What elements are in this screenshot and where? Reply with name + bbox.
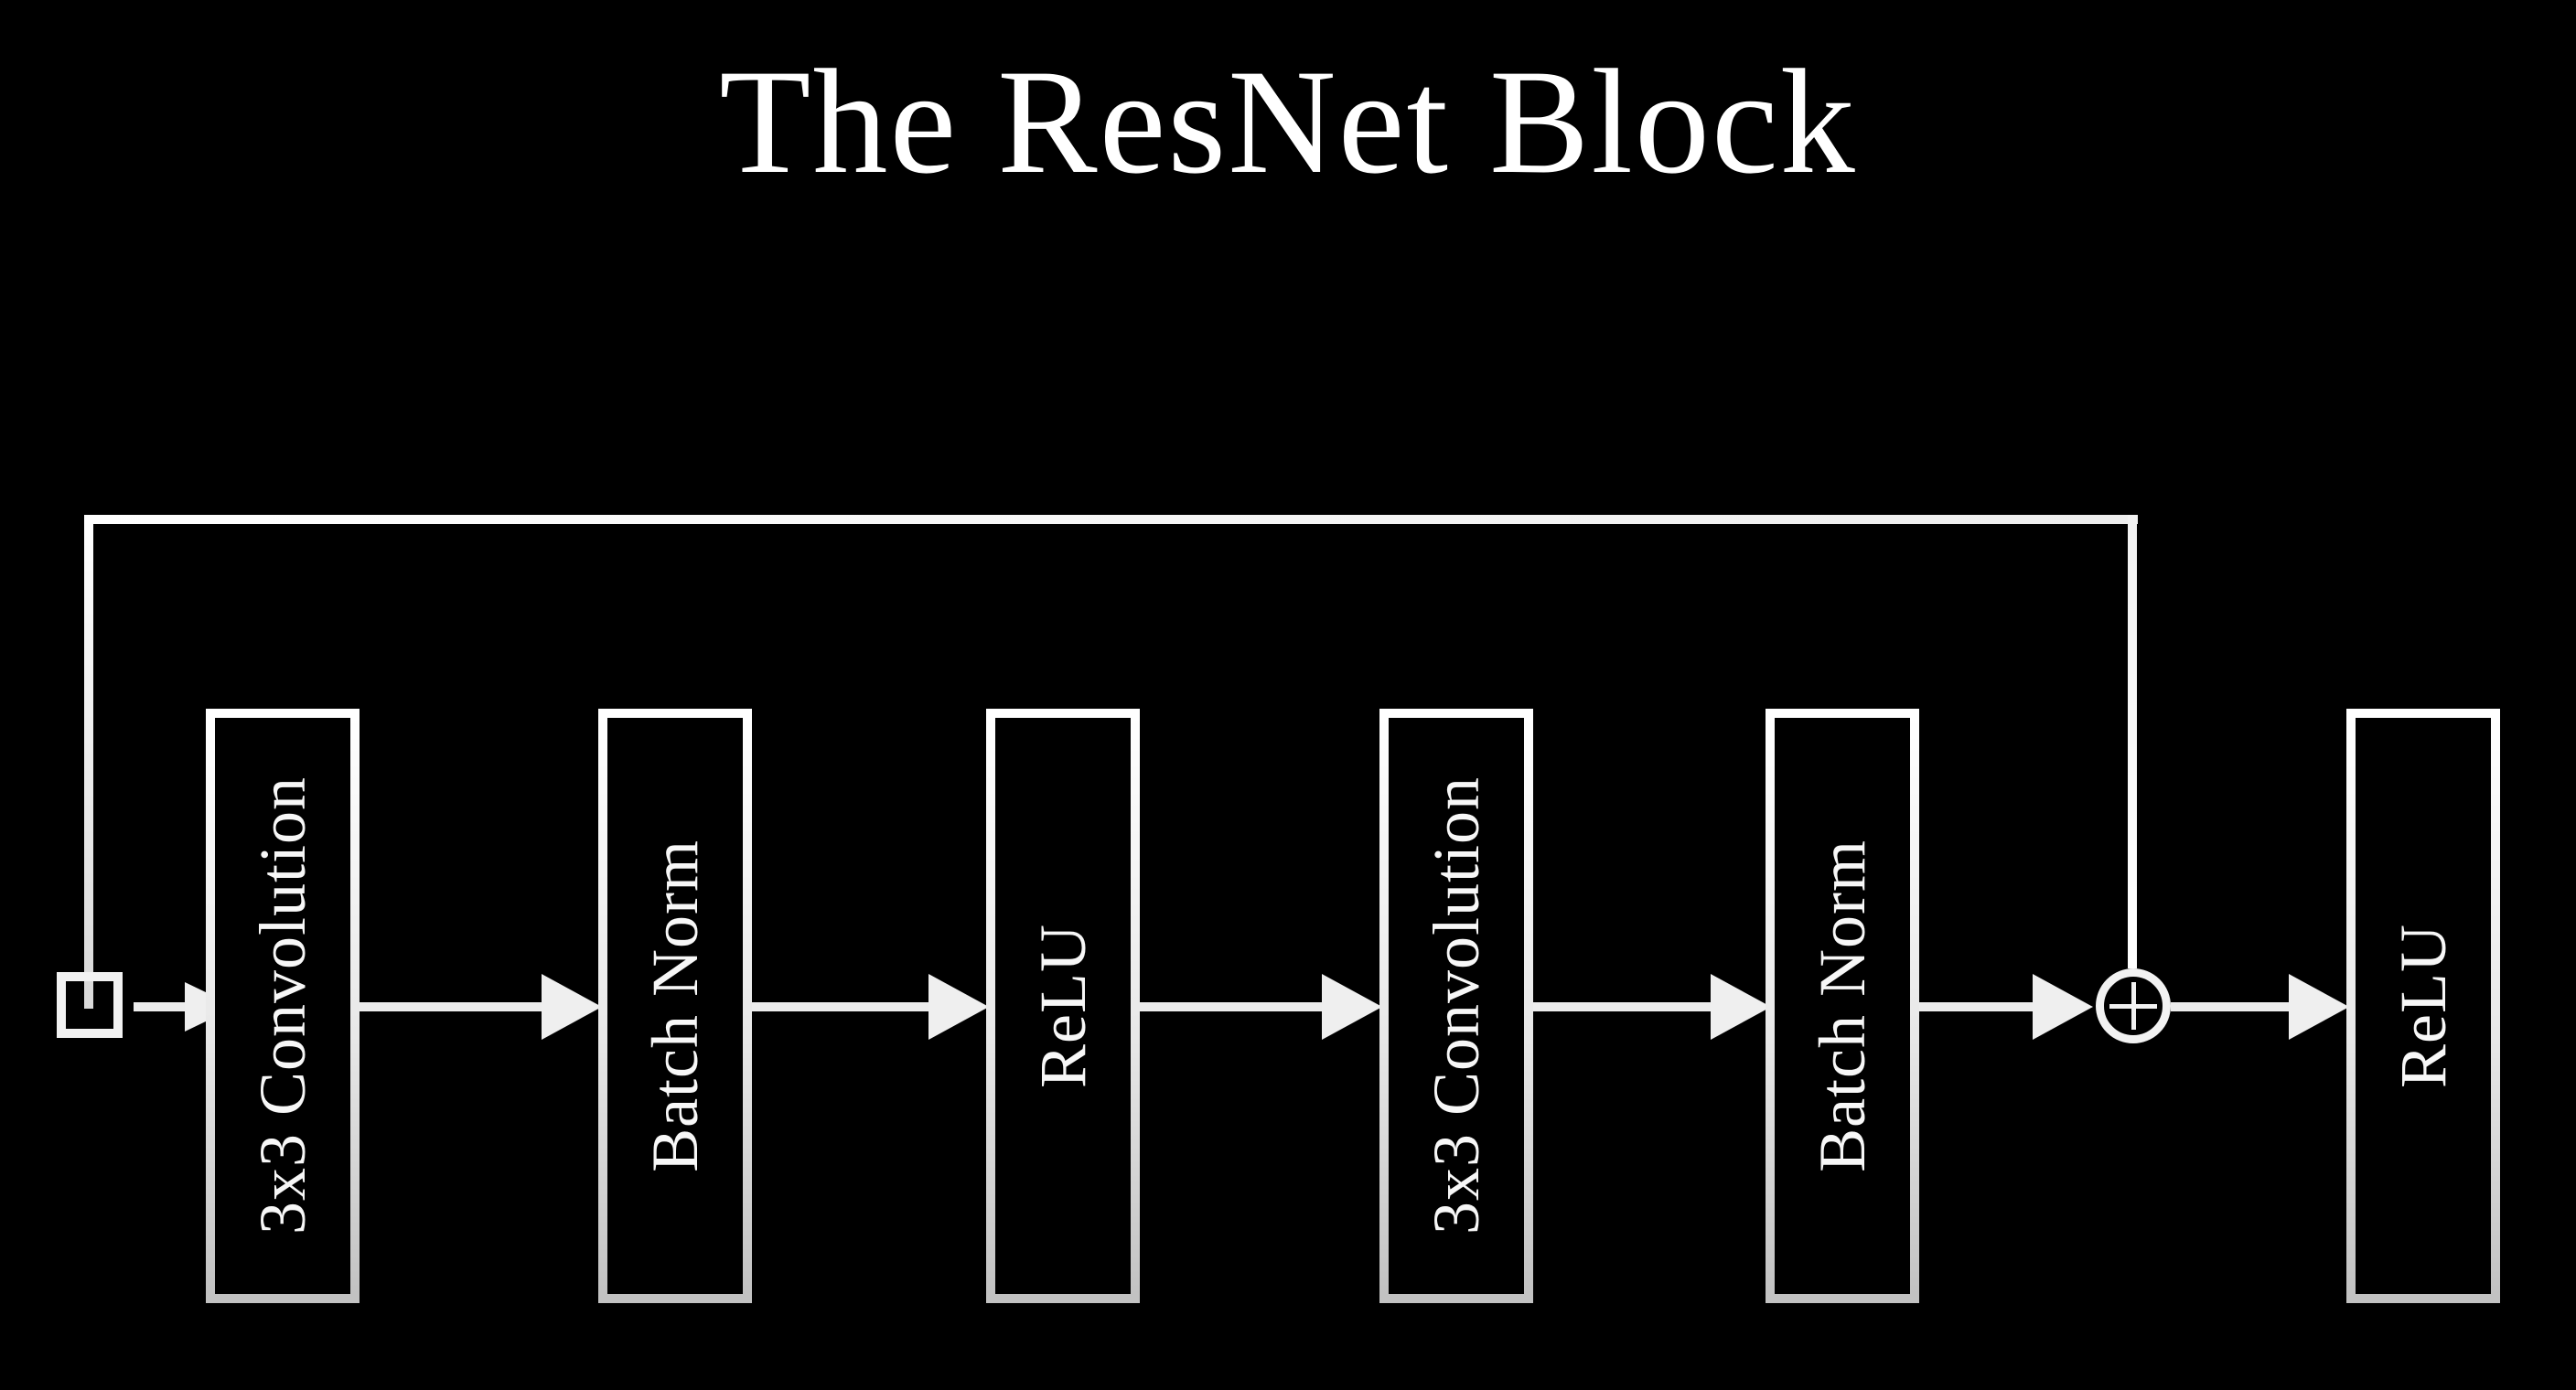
- arrow-head-icon: [1711, 974, 1771, 1040]
- input-square: [57, 972, 123, 1038]
- layer-label: 3x3 Convolution: [245, 776, 319, 1235]
- layer-box-batchnorm1: Batch Norm: [598, 709, 752, 1303]
- layer-label: Batch Norm: [638, 839, 712, 1172]
- arrow-conv2-to-bn2: [1533, 1002, 1711, 1011]
- arrow-head-icon: [2033, 974, 2093, 1040]
- layer-box-batchnorm2: Batch Norm: [1766, 709, 1919, 1303]
- arrow-head-icon: [2289, 974, 2349, 1040]
- layer-box-conv1: 3x3 Convolution: [206, 709, 360, 1303]
- diagram-title: The ResNet Block: [719, 39, 1857, 205]
- arrow-bn1-to-relu1: [752, 1002, 928, 1011]
- arrow-conv1-to-bn1: [360, 1002, 542, 1011]
- arrow-head-icon: [542, 974, 602, 1040]
- layer-box-relu1: ReLU: [986, 709, 1140, 1303]
- arrow-input-to-conv1: [134, 1002, 185, 1011]
- layer-box-conv2: 3x3 Convolution: [1379, 709, 1533, 1303]
- arrow-add-to-relu2: [2171, 1002, 2289, 1011]
- layer-label: ReLU: [1025, 924, 1100, 1088]
- skip-connection-top-segment: [84, 515, 2138, 524]
- arrow-relu1-to-conv2: [1140, 1002, 1322, 1011]
- arrow-bn2-to-add: [1919, 1002, 2033, 1011]
- skip-connection-left-segment: [84, 515, 93, 1009]
- skip-connection-right-segment: [2128, 515, 2137, 968]
- plus-icon-vertical-bar: [2131, 982, 2136, 1030]
- layer-label: Batch Norm: [1805, 839, 1879, 1172]
- layer-label: 3x3 Convolution: [1419, 776, 1493, 1235]
- arrow-head-icon: [1322, 974, 1382, 1040]
- layer-box-relu2: ReLU: [2346, 709, 2500, 1303]
- arrow-head-icon: [928, 974, 989, 1040]
- layer-label: ReLU: [2386, 924, 2460, 1088]
